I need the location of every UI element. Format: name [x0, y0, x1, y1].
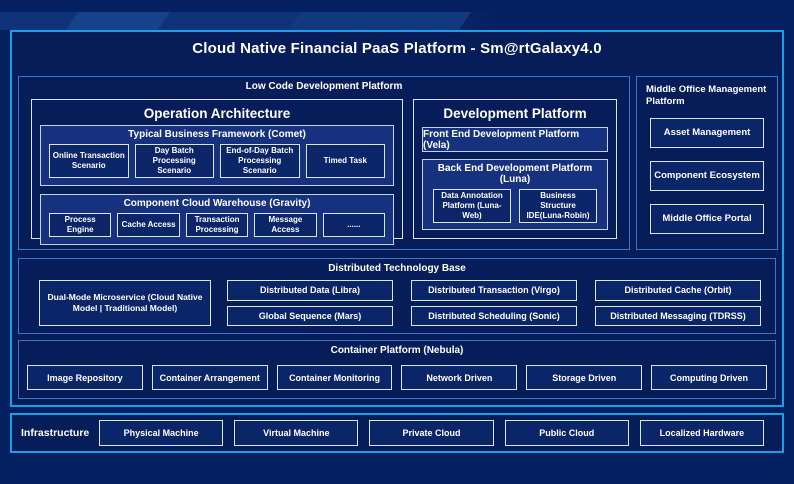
top-accent-band	[0, 12, 794, 30]
main-platform-frame: Cloud Native Financial PaaS Platform - S…	[10, 30, 784, 407]
operation-architecture-panel: Operation Architecture Typical Business …	[31, 99, 403, 245]
gravity-items-row: Process Engine Cache Access Transaction …	[41, 209, 393, 244]
gravity-item: Transaction Processing	[185, 213, 249, 237]
middle-office-label: Middle Office Management Platform	[646, 84, 767, 108]
distributed-technology-base-section: Distributed Technology Base Dual-Mode Mi…	[18, 258, 776, 334]
container-platform-item: Storage Driven	[526, 365, 643, 390]
gravity-item: Message Access	[254, 213, 317, 237]
dual-mode-microservice-box: Dual-Mode Microservice (Cloud Native Mod…	[39, 280, 211, 326]
gravity-item: ......	[322, 213, 386, 237]
container-platform-item: Image Repository	[27, 365, 143, 390]
luna-item: Business Structure IDE(Luna-Robin)	[519, 189, 597, 223]
development-platform-panel: Development Platform Front End Developme…	[413, 99, 617, 239]
accent-stripe	[288, 12, 472, 30]
distributed-item: Global Sequence (Mars)	[227, 305, 393, 326]
distributed-item: Distributed Messaging (TDRSS)	[595, 305, 761, 326]
comet-item: Online Transaction Scenario	[49, 144, 129, 178]
accent-stripe	[65, 12, 171, 30]
distributed-item: Distributed Data (Libra)	[227, 280, 393, 301]
container-platform-section: Container Platform (Nebula) Image Reposi…	[18, 340, 776, 399]
page-title: Cloud Native Financial PaaS Platform - S…	[192, 40, 602, 57]
low-code-section-label: Low Code Development Platform	[245, 81, 403, 92]
luna-item: Data Annotation Platform (Luna-Web)	[433, 189, 511, 223]
middle-office-item: Middle Office Portal	[650, 203, 764, 234]
distributed-title: Distributed Technology Base	[328, 263, 466, 274]
distributed-item: Distributed Cache (Orbit)	[595, 280, 761, 301]
middle-office-item: Component Ecosystem	[650, 160, 764, 191]
container-platform-items: Image Repository Container Arrangement C…	[27, 365, 767, 390]
operation-architecture-title: Operation Architecture	[143, 106, 291, 121]
infrastructure-item: Public Cloud	[504, 420, 629, 446]
distributed-grid: Distributed Data (Libra) Distributed Tra…	[227, 280, 761, 326]
container-platform-item: Container Arrangement	[151, 365, 268, 390]
container-platform-title: Container Platform (Nebula)	[330, 345, 464, 356]
infrastructure-section: Infrastructure Physical Machine Virtual …	[10, 413, 784, 453]
comet-title: Typical Business Framework (Comet)	[128, 129, 306, 140]
gravity-title: Component Cloud Warehouse (Gravity)	[123, 198, 311, 209]
distributed-item: Distributed Scheduling (Sonic)	[411, 305, 577, 326]
distributed-content: Dual-Mode Microservice (Cloud Native Mod…	[39, 280, 761, 326]
comet-item: End-of-Day Batch Processing Scenario	[220, 144, 300, 178]
infrastructure-items: Physical Machine Virtual Machine Private…	[99, 420, 782, 446]
infrastructure-item: Virtual Machine	[234, 420, 359, 446]
infrastructure-label: Infrastructure	[21, 427, 90, 439]
component-cloud-warehouse-box: Component Cloud Warehouse (Gravity) Proc…	[40, 194, 394, 245]
infrastructure-item: Physical Machine	[99, 420, 224, 446]
low-code-content: Operation Architecture Typical Business …	[31, 99, 617, 245]
typical-business-framework-box: Typical Business Framework (Comet) Onlin…	[40, 125, 394, 186]
container-platform-item: Container Monitoring	[276, 365, 393, 390]
luna-items-row: Data Annotation Platform (Luna-Web) Busi…	[423, 185, 607, 229]
middle-office-item: Asset Management	[650, 117, 764, 148]
infrastructure-item: Localized Hardware	[639, 420, 765, 446]
front-end-development-platform-box: Front End Development Platform (Vela)	[422, 127, 608, 152]
luna-title: Back End Development Platform (Luna)	[437, 163, 593, 185]
back-end-development-platform-box: Back End Development Platform (Luna) Dat…	[422, 159, 608, 230]
gravity-item: Process Engine	[49, 213, 112, 237]
low-code-development-platform-section: Low Code Development Platform Operation …	[18, 76, 630, 250]
comet-item: Day Batch Processing Scenario	[134, 144, 214, 178]
infrastructure-item: Private Cloud	[369, 420, 494, 446]
distributed-item: Distributed Transaction (Virgo)	[411, 280, 577, 301]
comet-item: Timed Task	[305, 144, 385, 178]
development-platform-title: Development Platform	[443, 106, 587, 121]
gravity-item: Cache Access	[117, 213, 180, 237]
middle-office-items: Asset Management Component Ecosystem Mid…	[637, 109, 777, 234]
container-platform-item: Computing Driven	[651, 365, 767, 390]
comet-items-row: Online Transaction Scenario Day Batch Pr…	[41, 140, 393, 185]
middle-office-management-platform-section: Middle Office Management Platform Asset …	[636, 76, 778, 250]
container-platform-item: Network Driven	[401, 365, 518, 390]
